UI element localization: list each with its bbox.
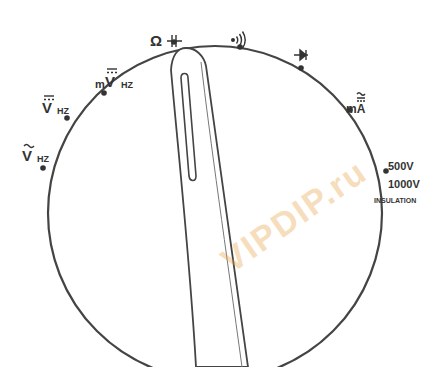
range-label: 500V [388,161,414,172]
dial-ring [48,46,382,367]
diode-symbol [294,50,308,60]
dc-line [107,68,117,69]
function-unit: HZ [121,81,133,90]
function-letter: V [22,148,32,163]
selector-knob [171,48,248,367]
knob-pointer-slot [181,74,196,181]
function-letter: Ω [150,33,162,48]
function-unit: HZ [37,155,49,164]
function-unit: HZ [57,107,69,116]
buzzer-waves [237,32,246,49]
function-unit: mA [346,103,365,115]
dc-line [44,95,54,96]
function-prefix: m [95,79,105,90]
buzzer-dot [232,39,235,42]
acdc-symbol [357,93,365,101]
function-letter: V [42,100,52,115]
range-label: INSULATION [374,197,416,204]
function-letter: V [105,74,115,89]
capacitor-symbol [167,35,182,47]
dc-dashes [107,72,117,73]
range-label: 1000V [388,179,420,190]
